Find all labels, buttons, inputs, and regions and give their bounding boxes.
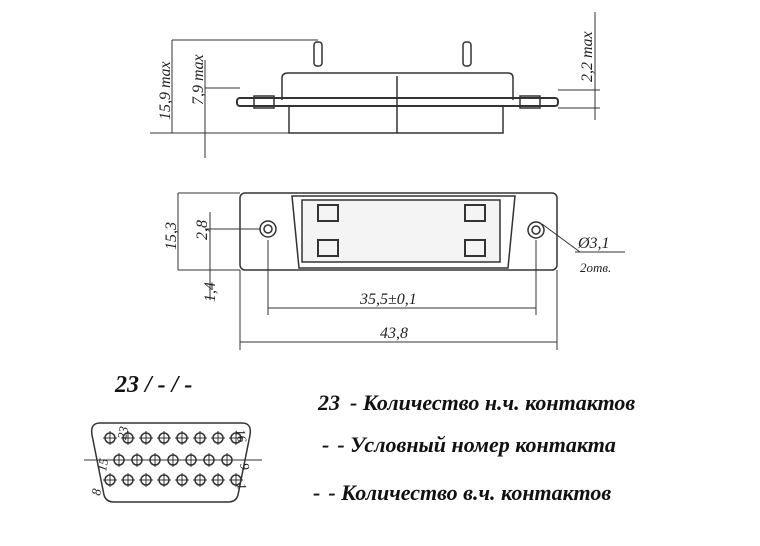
- legend-item: -- Количество в.ч. контактов: [313, 480, 611, 505]
- dim-hole-spacing: 35,5±0,1: [359, 291, 417, 308]
- pin-label: 1: [234, 482, 250, 491]
- top-view: [177, 192, 625, 350]
- hole-diameter: Ø3,1: [577, 235, 610, 252]
- pin-label: 8: [88, 487, 104, 496]
- dim-small: 1,4: [202, 282, 219, 302]
- dim-lower-height: 7,9 max: [190, 54, 207, 105]
- side-dimension-lines: [150, 12, 600, 158]
- mounting-hole: [527, 221, 545, 239]
- mounting-hole: [259, 220, 277, 238]
- hole-count: 2отв.: [580, 260, 611, 275]
- pin-label: 15: [94, 457, 111, 473]
- legend-item: 23- Количество н.ч. контактов: [317, 390, 635, 415]
- legend-item: -- Условный номер контакта: [322, 432, 616, 457]
- legend: 23- Количество н.ч. контактов -- Условны…: [313, 390, 635, 505]
- dim-hole-offset: 2,8: [194, 220, 211, 240]
- side-view: [150, 12, 600, 158]
- dim-height: 15,3: [163, 222, 180, 250]
- pin-label: 23: [114, 425, 131, 441]
- pinout-code: 23 / - / -: [114, 372, 192, 398]
- dim-flange: 2,2 max: [579, 31, 596, 82]
- dim-total-height: 15,9 max: [157, 61, 174, 120]
- pin-label: 9: [237, 462, 253, 471]
- pinout-diagram: [84, 422, 262, 503]
- dim-width: 43,8: [380, 325, 408, 342]
- pin-label: 16: [233, 428, 250, 444]
